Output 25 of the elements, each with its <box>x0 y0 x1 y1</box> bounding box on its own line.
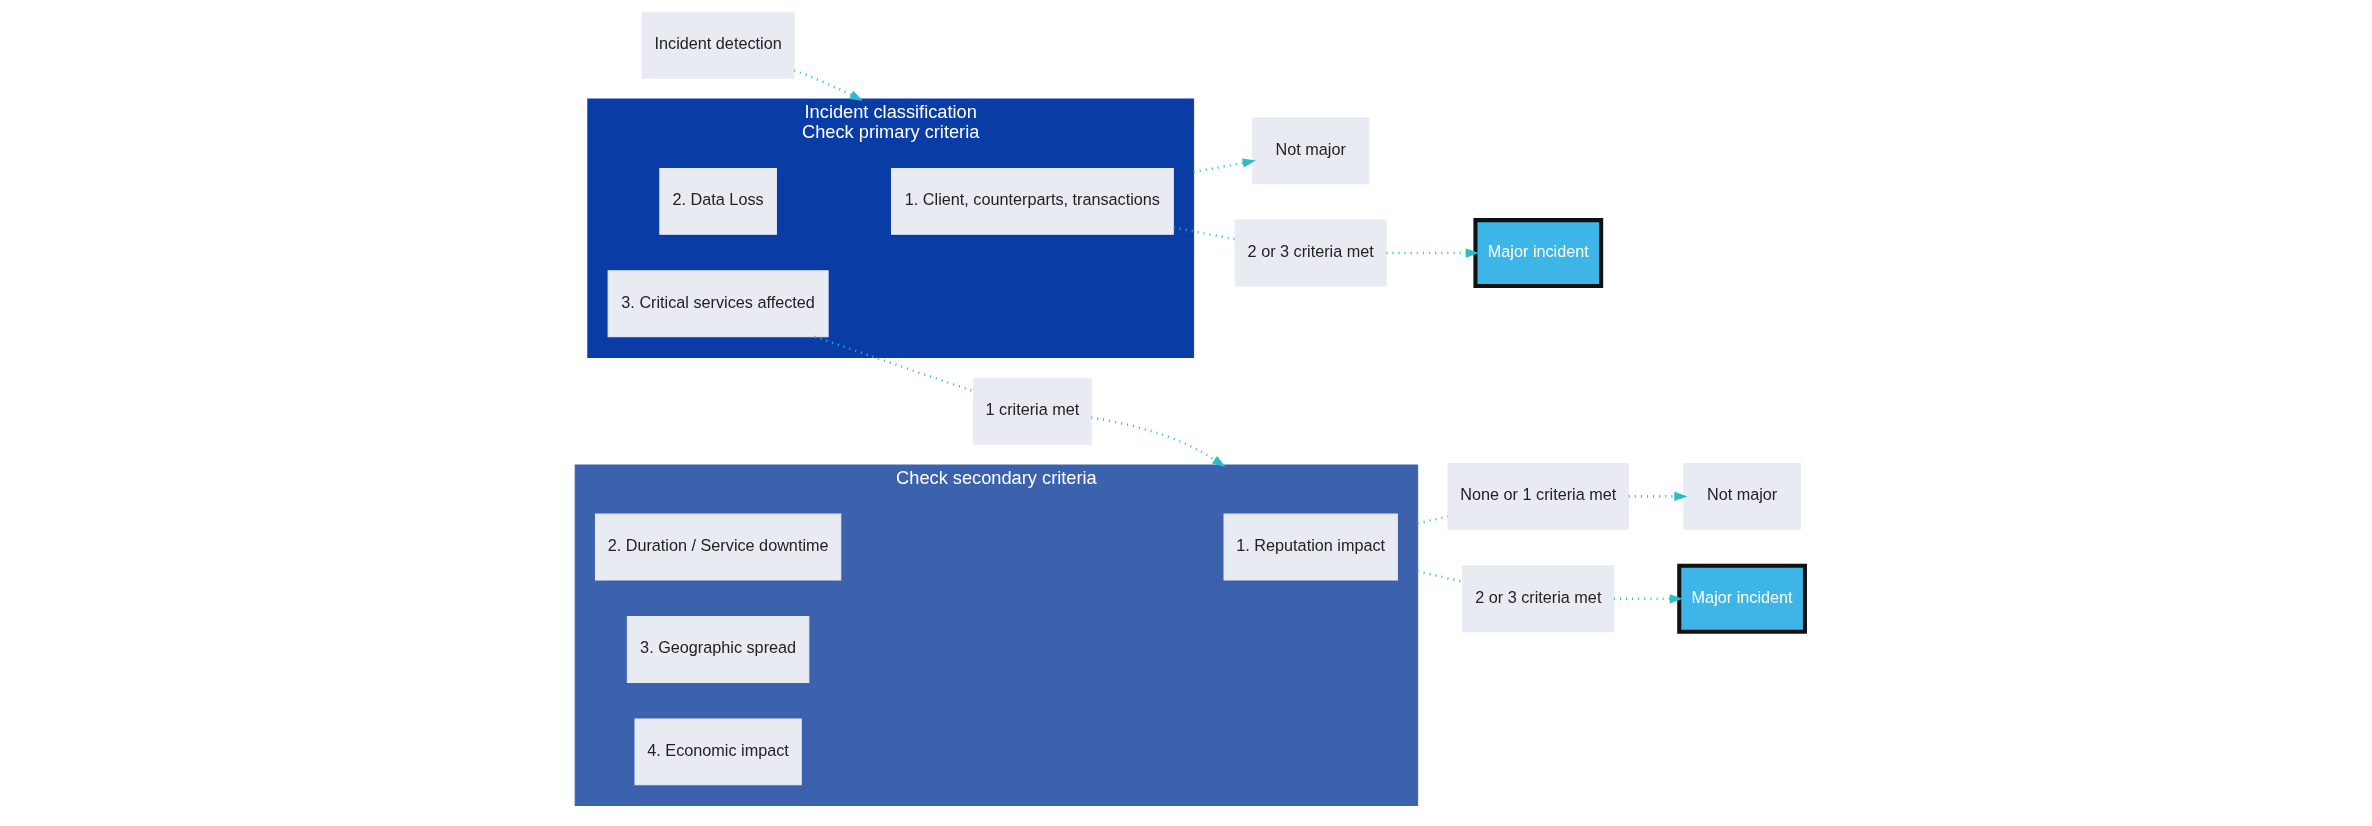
node-box: 2. Data Loss <box>659 167 777 235</box>
node-box: Major incident <box>1473 218 1604 289</box>
connector <box>1417 570 1463 583</box>
node-box: Incident detection <box>641 11 795 79</box>
node-box: 2 or 3 criteria met <box>1462 565 1615 633</box>
connector <box>814 335 974 393</box>
node-box: 4. Economic impact <box>634 718 802 786</box>
arrow <box>1193 158 1256 174</box>
node-box: 3. Critical services affected <box>607 270 829 338</box>
node-box: 3. Geographic spread <box>626 616 810 683</box>
arrow <box>1628 491 1688 501</box>
arrow <box>1091 416 1226 468</box>
node-box: Major incident <box>1677 563 1807 634</box>
node-box: 2. Duration / Service downtime <box>594 513 842 581</box>
node-box: None or 1 criteria met <box>1447 462 1630 530</box>
node-box: Not major <box>1683 462 1801 530</box>
node-box: 1. Client, counterparts, transactions <box>890 167 1174 235</box>
node-box: Not major <box>1251 117 1370 185</box>
node-box: 1 criteria met <box>973 377 1092 445</box>
node-box: 2 or 3 criteria met <box>1234 219 1387 287</box>
node-box: 1. Reputation impact <box>1223 513 1398 581</box>
arrow <box>1613 594 1683 604</box>
connector <box>1417 515 1449 525</box>
connector <box>1173 226 1236 241</box>
arrow <box>793 69 863 101</box>
